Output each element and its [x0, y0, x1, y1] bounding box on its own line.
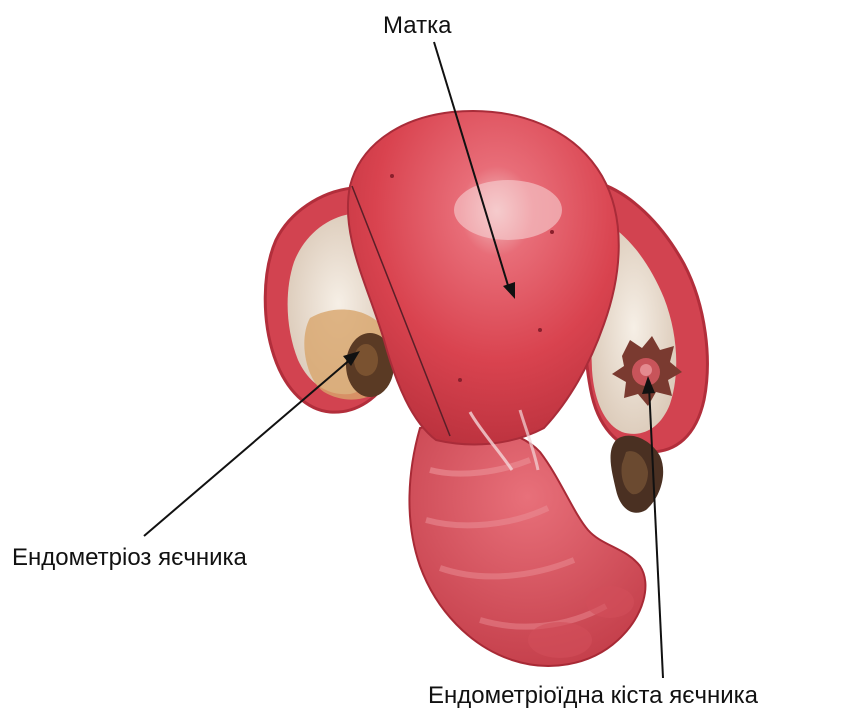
- label-ovarian-endometriosis: Ендометріоз яєчника: [12, 546, 247, 570]
- vaginal-canal: [409, 424, 645, 665]
- label-uterus: Матка: [383, 14, 451, 38]
- uterus-body: [348, 111, 619, 470]
- arrow-ovarian-endometriosis: [144, 351, 360, 536]
- label-endometrioid-cyst: Ендометріоїдна кіста яєчника: [428, 684, 758, 708]
